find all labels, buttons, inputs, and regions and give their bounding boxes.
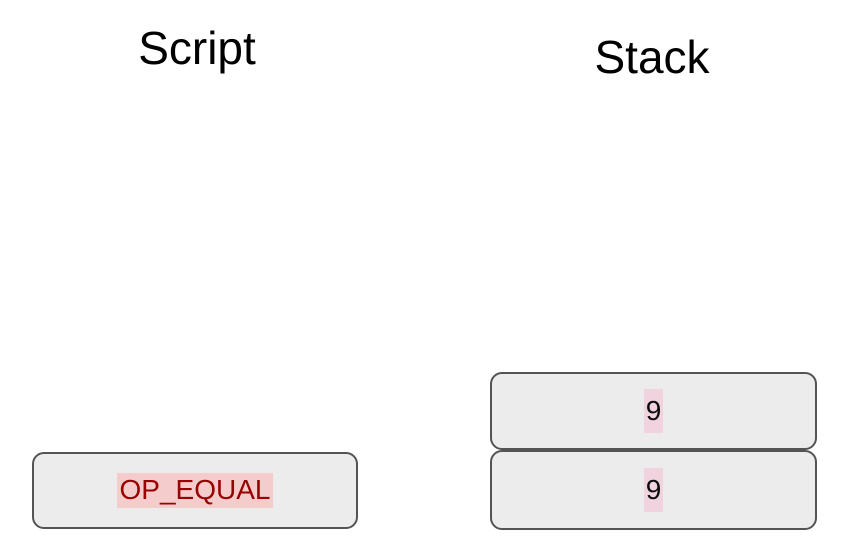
script-column-title: Script <box>138 22 256 74</box>
stack-item-box: 9 <box>490 372 817 450</box>
stack-item-box: 9 <box>490 450 817 530</box>
stack-item-value: 9 <box>643 388 664 434</box>
script-item-box: OP_EQUAL <box>32 452 358 529</box>
opcode-label: OP_EQUAL <box>116 473 274 508</box>
stack-column-title: Stack <box>594 31 710 83</box>
stack-item-value: 9 <box>643 467 664 513</box>
